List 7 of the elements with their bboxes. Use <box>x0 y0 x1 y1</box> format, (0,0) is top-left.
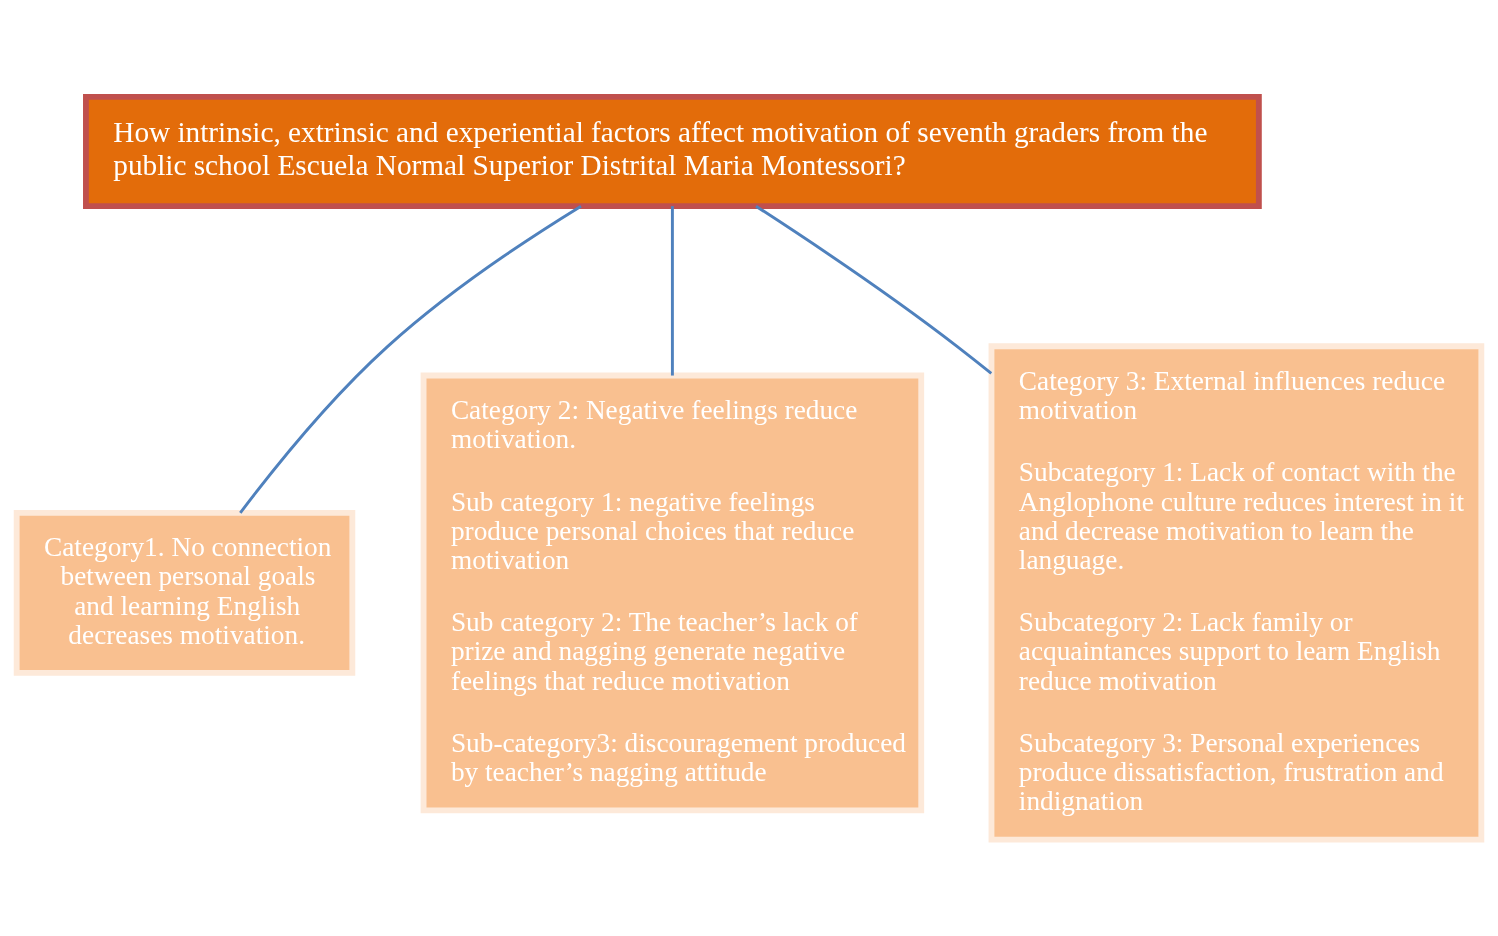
node-box: How intrinsic, extrinsic and experiential factors affect motivation of seventh graders from the public school Escuela Normal Superior Distrital Maria Montessori? <box>83 93 1262 210</box>
connector <box>670 206 674 376</box>
node-box: Category 2: Negative feelings reduce motivation. Sub category 1: negative feelings produce personal choices that reduce motivation Sub category 2: The teacher’s lack of prize and nagging generate negative feelings that reduce motivation Sub-category3: discouragement produced by teacher’s nagging attitude <box>420 372 925 814</box>
node-box: Category1. No connection between personal goals and learning English decreases motivation. <box>13 509 356 676</box>
node-box: Category 3: External influences reduce motivation Subcategory 1: Lack of contact with the Anglophone culture reduces interest in it and decrease motivation to learn the language. Subcategory 2: Lack family or acquaintances support to learn English reduce motivation Subcategory 3: Personal experiences produce dissatisfaction, frustration and indignation <box>988 343 1485 843</box>
connector <box>239 204 582 514</box>
connector <box>755 204 993 375</box>
